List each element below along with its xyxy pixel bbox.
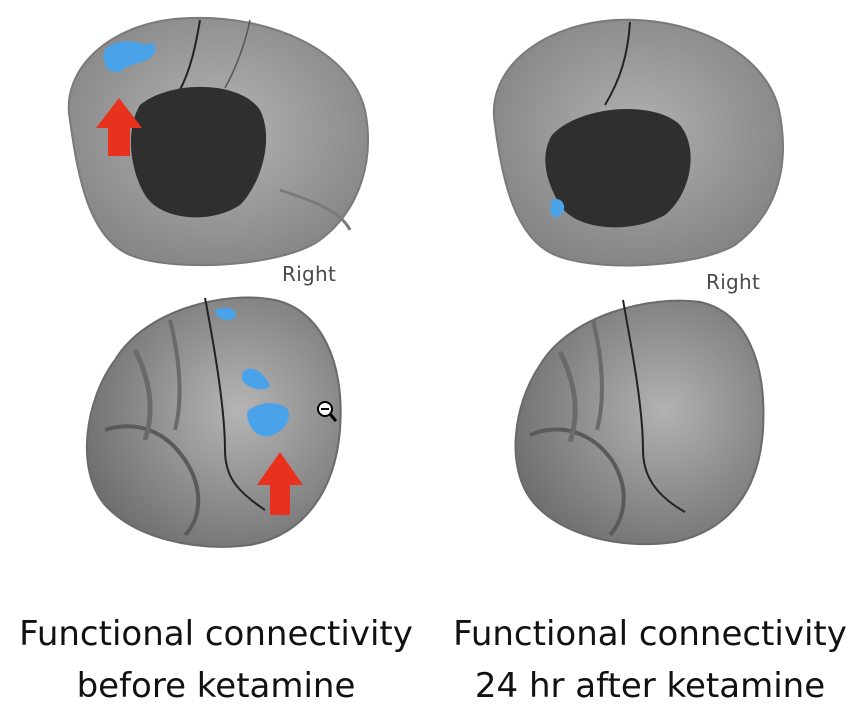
caption-after-line2: 24 hr after ketamine — [440, 660, 860, 712]
caption-before: Functional connectivity before ketamine — [6, 608, 426, 712]
brain-medial-before — [50, 10, 380, 275]
caption-after: Functional connectivity 24 hr after keta… — [440, 608, 860, 712]
brain-medial-after — [480, 10, 800, 275]
caption-after-line1: Functional connectivity — [440, 608, 860, 660]
zoom-out-cursor-icon — [316, 400, 338, 424]
caption-before-line1: Functional connectivity — [6, 608, 426, 660]
hemisphere-label-before: Right — [282, 262, 336, 286]
caption-before-line2: before ketamine — [6, 660, 426, 712]
brain-lateral-after — [505, 290, 785, 555]
brain-lateral-before — [75, 290, 355, 555]
